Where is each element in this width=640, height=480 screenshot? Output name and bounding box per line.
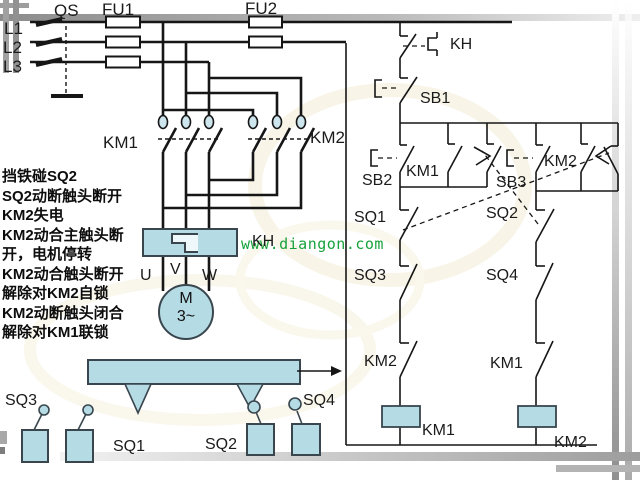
annotation-line: SQ2动断触头断开 (2, 187, 123, 205)
sb1-stop-button-label: SB1 (420, 90, 451, 107)
annotation-line: 挡铁碰SQ2 (2, 168, 78, 185)
sq2-nc-contact-label: SQ2 (486, 205, 519, 222)
sb3-button-label: SB3 (496, 174, 527, 191)
sb2-button-label: SB2 (362, 172, 393, 189)
annotation-line: KM2动合触头断开 (2, 265, 124, 283)
phase-l3-label: L3 (3, 57, 22, 76)
km1-main-contacts-label: KM1 (103, 133, 138, 152)
km2-main-contacts-label: KM2 (310, 128, 345, 147)
phase-l1-label: L1 (4, 19, 23, 38)
contact-terminal-ovals (157, 114, 307, 130)
sq3-switch-label: SQ3 (5, 392, 38, 409)
terminal-v-label: V (170, 261, 181, 278)
fu1-label: FU1 (102, 0, 135, 19)
sq2-switch-label: SQ2 (205, 436, 238, 453)
km1-interlock-label: KM1 (490, 355, 523, 372)
km2-aux-contact-label: KM2 (544, 153, 577, 170)
annotation-line: KM2失电 (2, 207, 64, 224)
thermal-overload-block (142, 228, 238, 257)
main-circuit-wiring (30, 20, 512, 291)
kh-overload-label: KH (252, 233, 275, 250)
qs-switch-blades (35, 16, 63, 68)
km2-coil-label: KM2 (554, 434, 587, 451)
terminal-w-label: W (202, 267, 218, 284)
motor-label: M 3~ (160, 290, 212, 326)
fuse-symbols (105, 15, 283, 69)
km1-aux-contact-label: KM1 (406, 163, 439, 180)
sq4-switch-label: SQ4 (303, 392, 336, 409)
sq1-switch-label: SQ1 (113, 438, 146, 455)
km1-coil-label: KM1 (422, 422, 455, 439)
terminal-u-label: U (140, 267, 152, 284)
kh-contact-label: KH (450, 36, 473, 53)
mechanical-linkage-dashes (65, 26, 307, 140)
operation-annotation-text: 挡铁碰SQ2 SQ2动断触头断开 KM2失电 KM2动合主触头断 开，电机停转 … (2, 167, 160, 343)
sq1-nc-contact-label: SQ1 (354, 209, 387, 226)
motor-3ph-text: 3~ (176, 308, 196, 325)
annotation-line: KM2动断触头闭合 (2, 304, 124, 322)
motor-symbol (158, 284, 214, 340)
sq4-nc-contact-label: SQ4 (486, 267, 519, 284)
control-circuit-wiring (345, 22, 619, 446)
phase-l2-label: L2 (3, 38, 22, 57)
annotation-line: 解除对KM2自锁 (2, 285, 109, 302)
annotation-line: 解除对KM1联锁 (2, 324, 109, 341)
sq3-nc-contact-label: SQ3 (354, 267, 387, 284)
annotation-line: 开，电机停转 (2, 246, 93, 263)
control-linkage-dashes (378, 45, 610, 231)
qs-switch-label: QS (54, 1, 79, 20)
worktable-mechanism (21, 359, 342, 463)
annotation-line: KM2动合主触头断 (2, 226, 124, 244)
fu2-label: FU2 (245, 0, 278, 18)
website-watermark: www.diangon.com (241, 235, 384, 253)
km2-interlock-label: KM2 (364, 353, 397, 370)
contactor-coils (381, 405, 557, 428)
motor-m-text: M (179, 290, 193, 307)
